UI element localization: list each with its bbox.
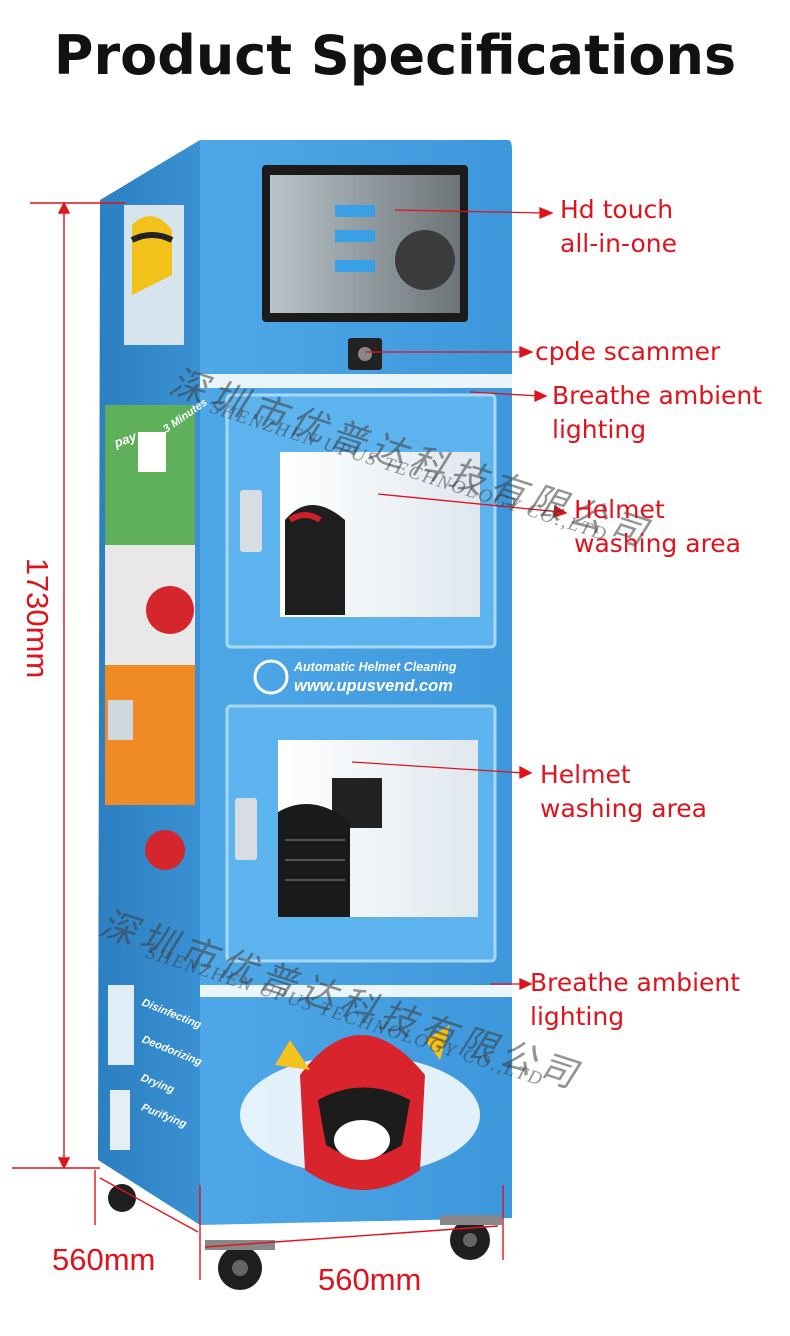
upper-washing-compartment <box>225 393 497 649</box>
dimension-height: 1730mm <box>20 557 55 679</box>
machine-side-panel <box>98 140 200 1225</box>
callout-lighting-top-line2: lighting <box>552 415 647 444</box>
callout-lighting-top-line1: Breathe ambient <box>552 381 763 410</box>
callout-washing-lower-line2: washing area <box>540 794 707 823</box>
callout-touch-line2: all-in-one <box>560 229 678 258</box>
callout-touch-screen: Hd touch all-in-one <box>560 193 677 261</box>
callout-lighting-top: Breathe ambient lighting <box>552 379 762 447</box>
callout-lighting-bottom: Breathe ambient lighting <box>530 966 740 1034</box>
callout-washing-upper: Helmet washing area <box>574 493 741 561</box>
callout-lighting-bottom-line2: lighting <box>530 1002 625 1031</box>
machine-brand-line: Automatic Helmet Cleaning <box>294 660 457 674</box>
touch-screen <box>262 165 468 322</box>
callout-washing-upper-line1: Helmet <box>574 495 665 524</box>
callout-lines <box>351 207 568 991</box>
page-title: Product Specifications <box>53 24 737 87</box>
helmet-graphic <box>240 1025 480 1190</box>
dimension-depth: 560mm <box>52 1242 156 1277</box>
callout-lighting-bottom-line1: Breathe ambient <box>530 968 741 997</box>
dimension-width: 560mm <box>318 1262 422 1297</box>
callout-scanner-line1: cpde scammer <box>535 337 721 366</box>
dimension-lines <box>12 201 504 1280</box>
callout-washing-upper-line2: washing area <box>574 529 741 558</box>
callout-washing-lower: Helmet washing area <box>540 758 707 826</box>
callout-touch-line1: Hd touch <box>560 195 674 224</box>
machine-website: www.upusvend.com <box>294 677 453 695</box>
lower-washing-compartment <box>225 704 497 963</box>
callout-scanner: cpde scammer <box>535 335 720 369</box>
code-scanner <box>348 338 382 370</box>
brand-logo-badge <box>253 659 289 695</box>
callout-washing-lower-line1: Helmet <box>540 760 631 789</box>
